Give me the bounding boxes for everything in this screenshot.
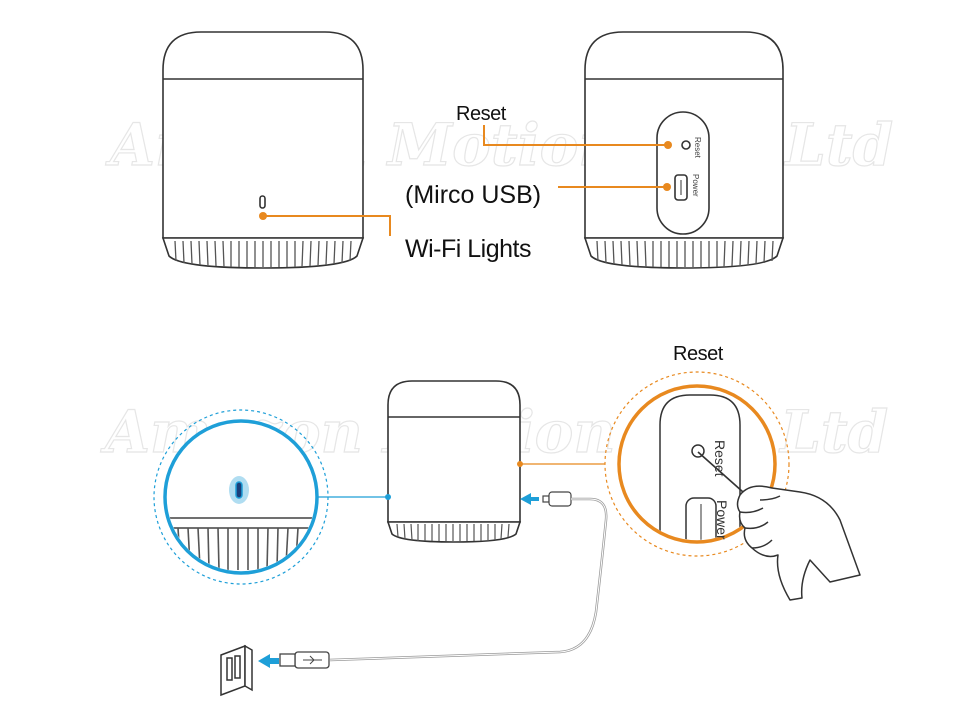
label-reset-top: Reset bbox=[456, 103, 506, 125]
wifi-callout-line bbox=[263, 215, 391, 236]
reset-hole bbox=[681, 140, 691, 150]
hand-with-pin-icon bbox=[697, 451, 861, 601]
reset-callout-line bbox=[483, 125, 668, 146]
wifi-light-slot bbox=[259, 195, 266, 209]
back-base-grille bbox=[596, 240, 774, 268]
power-outlet-icon bbox=[220, 644, 253, 697]
zoom-wifi-light bbox=[235, 481, 243, 499]
label-wifi-lights: Wi-Fi Lights bbox=[405, 235, 531, 263]
device-center bbox=[386, 380, 522, 543]
reset-zoom-circle: Reset Power bbox=[604, 371, 790, 557]
back-port-panel bbox=[656, 111, 710, 235]
label-reset-bottom: Reset bbox=[673, 343, 723, 365]
port-power-text: Power bbox=[691, 174, 700, 197]
micro-usb-port bbox=[674, 174, 688, 201]
usb-plug-icon bbox=[520, 491, 572, 507]
device-front bbox=[161, 31, 365, 269]
label-micro-usb: (Mirco USB) bbox=[405, 181, 542, 209]
device-back bbox=[583, 31, 785, 269]
usb-a-plug-icon bbox=[279, 651, 330, 669]
center-base-grille bbox=[396, 523, 510, 541]
usb-insert-arrow bbox=[258, 654, 279, 668]
front-base-grille bbox=[174, 240, 352, 268]
port-reset-text: Reset bbox=[693, 137, 702, 159]
zoom-power-text: Power bbox=[714, 500, 730, 540]
